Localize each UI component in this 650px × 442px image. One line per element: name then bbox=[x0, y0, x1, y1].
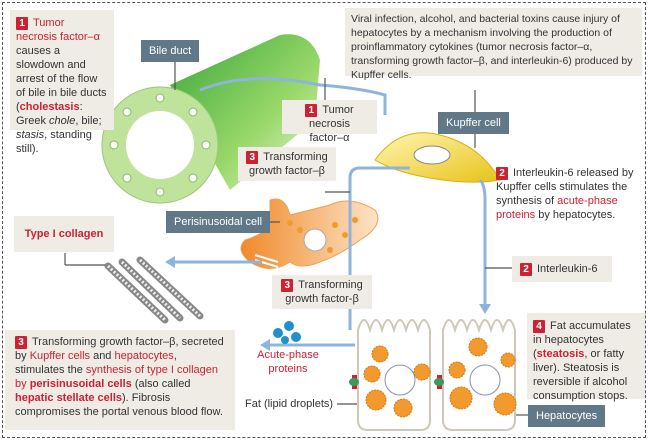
step-badge: 1 bbox=[16, 17, 28, 30]
figure-frame bbox=[2, 2, 646, 438]
fat-droplets-label: Fat (lipid droplets) bbox=[245, 398, 334, 410]
intro-note: Viral infection, alcohol, and bacterial … bbox=[345, 8, 642, 81]
hepatocytes-illustration bbox=[349, 319, 517, 431]
bile-duct-label: Bile duct bbox=[141, 40, 200, 62]
perisinusoidal-cell-illustration bbox=[240, 198, 379, 269]
kupffer-cell-label: Kupffer cell bbox=[438, 112, 509, 134]
signal-arrows bbox=[170, 77, 487, 347]
hepatocytes-label: Hepatocytes bbox=[528, 405, 606, 427]
perisinusoidal-cell-label: Perisinusoidal cell bbox=[166, 211, 271, 233]
kupffer-cell-illustration bbox=[374, 132, 501, 183]
type1-collagen-label: Type I collagen bbox=[14, 216, 114, 252]
acute-phase-proteins-icon bbox=[273, 321, 301, 344]
bile-duct-illustration bbox=[101, 34, 320, 204]
